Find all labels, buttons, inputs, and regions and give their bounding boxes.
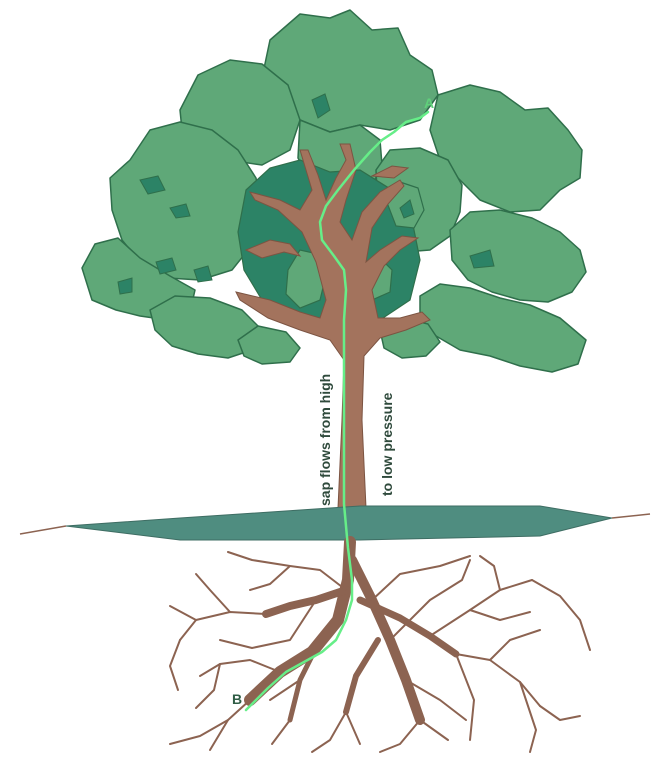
label-point-a: A xyxy=(424,95,434,111)
ground-surface xyxy=(66,506,612,540)
tree-roots xyxy=(170,542,590,752)
flow-text-low: to low pressure xyxy=(379,392,395,496)
label-point-b: B xyxy=(232,691,242,707)
flow-text-high: sap flows from high xyxy=(317,374,333,506)
